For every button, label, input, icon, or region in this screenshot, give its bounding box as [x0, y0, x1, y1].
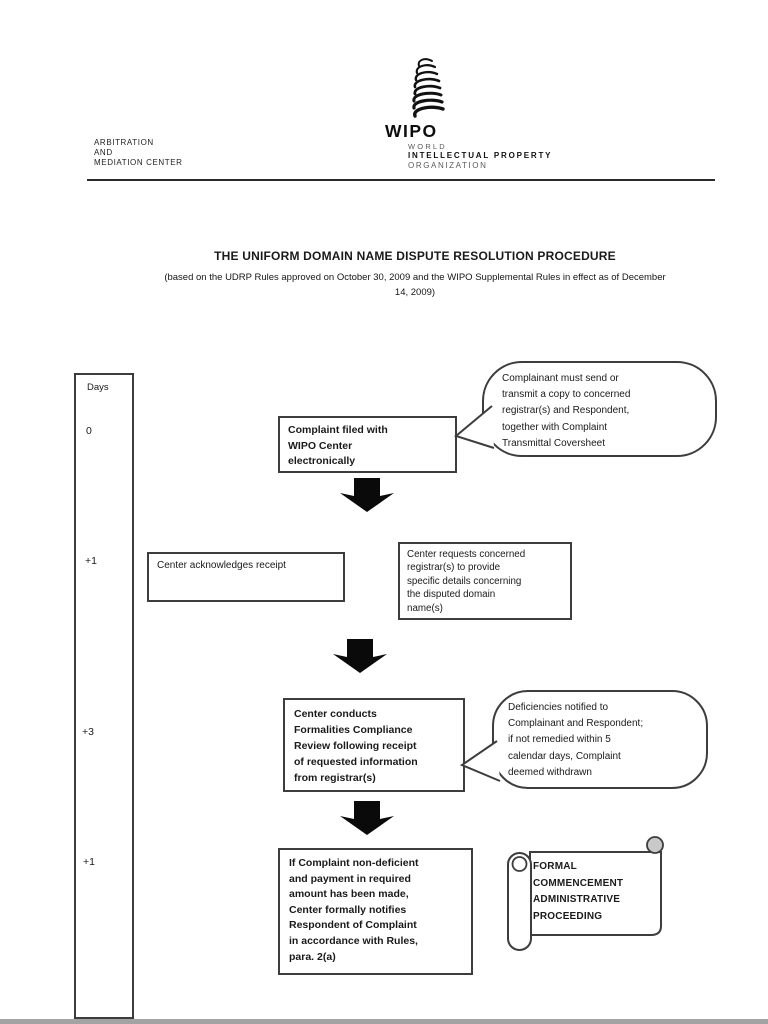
page-title: THE UNIFORM DOMAIN NAME DISPUTE RESOLUTI…: [214, 249, 616, 263]
title-block: THE UNIFORM DOMAIN NAME DISPUTE RESOLUTI…: [65, 249, 765, 300]
wipo-org-line-intellectual-property: INTELLECTUAL PROPERTY: [408, 151, 553, 160]
scroll-shape-icon: [507, 836, 664, 951]
wipo-org-line-organization: ORGANIZATION: [408, 161, 488, 170]
page-bottom-edge: [0, 1019, 768, 1024]
days-column: Days 0 +1 +3 +1: [74, 373, 134, 1019]
day-marker-0: 0: [86, 425, 92, 437]
wipo-org-line-world: WORLD: [408, 142, 447, 151]
flow-arrow-down-icon: [333, 639, 387, 673]
callout-bubble-complainant: [482, 361, 717, 457]
flow-arrow-down-icon: [340, 478, 394, 512]
wipo-wordmark: WIPO: [385, 121, 438, 141]
bubble-tail-deficiencies: [459, 740, 501, 782]
day-marker-plus1-second: +1: [83, 856, 95, 868]
callout-bubble-deficiencies: [492, 690, 708, 789]
days-column-header: Days: [87, 382, 109, 393]
flow-box-center-acknowledges: Center acknowledges receipt: [147, 552, 345, 602]
day-marker-plus3: +3: [82, 726, 94, 738]
page-subtitle: (based on the UDRP Rules approved on Oct…: [164, 272, 666, 298]
day-marker-plus1: +1: [85, 555, 97, 567]
header-rule: [87, 179, 715, 181]
flow-arrow-down-icon: [340, 801, 394, 835]
bubble-tail-complainant: [453, 405, 495, 449]
wipo-swirl-icon: [412, 58, 445, 118]
